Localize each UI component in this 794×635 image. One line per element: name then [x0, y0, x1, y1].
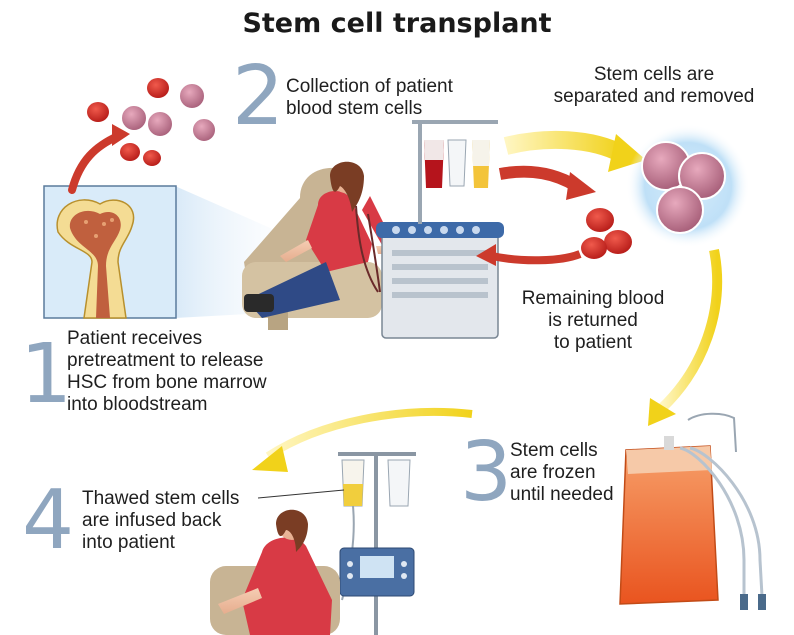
to-freezing-arrowhead [648, 398, 676, 426]
red-split-arrow [498, 165, 580, 192]
iv-stand [338, 452, 416, 635]
step-2-label: Collection of patient blood stem cells [286, 76, 453, 120]
step-1-line: HSC from bone marrow [67, 372, 267, 393]
separated-line: separated and removed [553, 86, 755, 107]
step-2-number: 2 [232, 49, 285, 144]
step-1-line: pretreatment to release [67, 350, 264, 371]
return-arrow [491, 250, 582, 265]
red-split-arrowhead [566, 172, 596, 200]
step-3-number: 3 [460, 425, 513, 520]
returned-line: Remaining blood [521, 288, 665, 309]
return-arrowhead [476, 244, 496, 266]
step-4-line: into patient [82, 532, 175, 553]
release-arrow [68, 132, 122, 194]
infusion-pump [339, 547, 415, 597]
step-4-label: Thawed stem cells are infused back into … [82, 488, 239, 554]
to-infusion-arrow [265, 408, 473, 460]
to-freezing-arrow [658, 249, 722, 412]
release-arrowhead [112, 124, 130, 146]
step-1-label: Patient receives pretreatment to release… [67, 328, 267, 416]
step-2-line: blood stem cells [286, 98, 423, 119]
released-cells [87, 78, 217, 166]
step-1-number: 1 [20, 327, 73, 422]
step-2-line: Collection of patient [286, 76, 453, 97]
frozen-bag [619, 412, 766, 610]
returned-label: Remaining blood is returned to patient [498, 288, 688, 354]
step-4-line: are infused back [82, 510, 222, 531]
bone-marrow-inset [43, 185, 177, 319]
page-title: Stem cell transplant [242, 8, 552, 39]
step-1-line: Patient receives [67, 328, 203, 349]
to-infusion-arrowhead [252, 446, 288, 472]
step-3-line: are frozen [510, 462, 596, 483]
step-3-label: Stem cells are frozen until needed [510, 440, 614, 506]
apheresis-machine [376, 120, 504, 339]
step-4-number: 4 [22, 473, 75, 568]
callout-line [257, 489, 345, 499]
returned-line: is returned [548, 310, 638, 331]
separated-stem-cells [641, 141, 726, 234]
returned-line: to patient [553, 332, 633, 353]
step-1-line: into bloodstream [67, 394, 208, 415]
step-3-line: until needed [510, 484, 614, 505]
patient-collection [242, 161, 398, 330]
separated-label: Stem cells are separated and removed [536, 64, 772, 108]
step-3-line: Stem cells [510, 440, 598, 461]
step-4-line: Thawed stem cells [82, 488, 240, 509]
separated-red-cells [581, 208, 632, 259]
to-separation-arrow [503, 130, 627, 163]
separated-line: Stem cells are [593, 64, 715, 85]
patient-infusion [210, 509, 340, 635]
